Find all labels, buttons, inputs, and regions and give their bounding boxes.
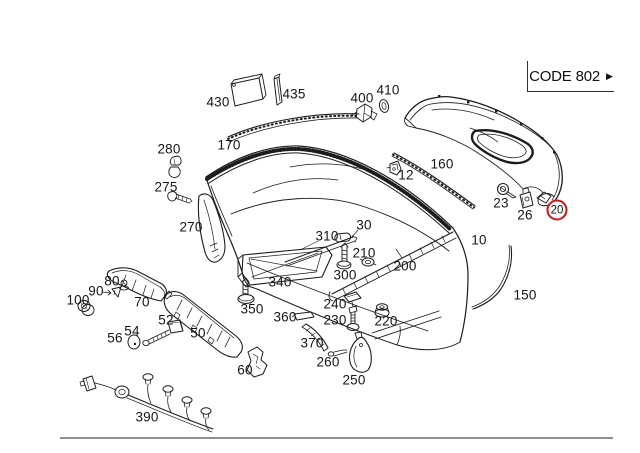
part-label-54[interactable]: 54 [124, 323, 140, 339]
part-label-435[interactable]: 435 [282, 86, 306, 102]
part-label-220[interactable]: 220 [374, 313, 398, 329]
under-tray-340-drawing [237, 240, 333, 288]
part-label-23[interactable]: 23 [493, 195, 509, 211]
part-label-20[interactable]: 20 [546, 199, 568, 221]
bottom-divider-line [60, 437, 613, 439]
part-label-12[interactable]: 12 [398, 167, 414, 183]
clip-280-drawing [168, 155, 182, 178]
washer-rings-100-drawing [77, 300, 95, 316]
protective-strip-200-drawing [328, 231, 457, 302]
part-label-30[interactable]: 30 [356, 217, 372, 233]
part-label-200[interactable]: 200 [393, 258, 417, 274]
corner-bracket-60-drawing [246, 346, 268, 378]
part-label-170[interactable]: 170 [217, 137, 241, 153]
grommet-210-drawing [359, 257, 377, 267]
bolt-230-drawing [346, 305, 360, 331]
part-label-210[interactable]: 210 [352, 245, 376, 261]
reinforcement-bracket-70-drawing [106, 267, 167, 302]
pdc-sensor [142, 373, 154, 404]
pdc-sensor [181, 396, 193, 422]
part-label-360[interactable]: 360 [273, 309, 297, 325]
wiring-harness-390-drawing [79, 373, 214, 433]
corner-piece-20-drawing [536, 191, 552, 204]
upper-bumper-code802-drawing [404, 95, 563, 207]
part-label-275[interactable]: 275 [154, 179, 178, 195]
part-label-350[interactable]: 350 [240, 301, 264, 317]
code-802-flag: CODE 802 ▶ [527, 61, 614, 92]
part-label-370[interactable]: 370 [300, 335, 324, 351]
trim-strip-170-drawing [227, 113, 360, 143]
right-arrow-icon: ▶ [606, 70, 613, 81]
part-label-240[interactable]: 240 [323, 296, 347, 312]
part-label-90[interactable]: 90 [88, 283, 104, 299]
arc-strip-370-drawing [301, 323, 329, 352]
part-label-80[interactable]: 80 [104, 273, 120, 289]
part-label-310[interactable]: 310 [315, 228, 339, 244]
part-label-26[interactable]: 26 [517, 207, 533, 223]
screw-23-drawing [496, 182, 517, 199]
part-label-300[interactable]: 300 [333, 267, 357, 283]
part-label-230[interactable]: 230 [323, 312, 347, 328]
side-bracket-270-drawing [197, 193, 226, 263]
trim-strip-160-drawing [391, 152, 476, 210]
expansion-rivet-275-drawing [167, 191, 193, 204]
disc-54-drawing [127, 334, 141, 350]
pin-260-drawing [327, 349, 348, 357]
part-label-390[interactable]: 390 [135, 409, 159, 425]
bracket-strip-435-drawing [273, 73, 283, 106]
control-unit-430-drawing [230, 73, 267, 107]
part-label-50[interactable]: 50 [190, 325, 206, 341]
part-label-280[interactable]: 280 [157, 141, 181, 157]
part-label-400[interactable]: 400 [350, 90, 374, 106]
part-label-430[interactable]: 430 [206, 94, 230, 110]
part-label-100[interactable]: 100 [66, 292, 90, 308]
clip-12-drawing [386, 160, 402, 176]
pdc-sensor [200, 407, 212, 431]
part-label-150[interactable]: 150 [513, 287, 537, 303]
part-label-250[interactable]: 250 [342, 372, 366, 388]
part-label-52[interactable]: 52 [158, 312, 174, 328]
part-label-340[interactable]: 340 [268, 274, 292, 290]
part-label-260[interactable]: 260 [316, 354, 340, 370]
edge-clip-dots [438, 95, 556, 154]
part-label-56[interactable]: 56 [107, 330, 123, 346]
part-label-10[interactable]: 10 [471, 232, 487, 248]
code-802-label: CODE 802 [529, 67, 600, 85]
screw-300-drawing [336, 242, 352, 270]
part-label-70[interactable]: 70 [134, 294, 150, 310]
part-label-270[interactable]: 270 [179, 219, 203, 235]
clip-90-drawing [102, 286, 122, 298]
clip-310-drawing [334, 232, 358, 243]
strip-360-drawing [291, 311, 315, 321]
seal-ring-410-drawing [378, 99, 390, 113]
clip-26-drawing [519, 187, 534, 209]
moulding-150-drawing [471, 244, 513, 310]
grommet-220-drawing [374, 303, 390, 318]
sensor-400-drawing [351, 103, 378, 123]
screw-350-drawing [237, 277, 255, 305]
mud-flap-250-drawing [348, 331, 372, 373]
plate-52-and-bolt-drawing [142, 319, 184, 347]
pdc-sensor [162, 385, 174, 413]
part-label-410[interactable]: 410 [376, 82, 400, 98]
part-label-60[interactable]: 60 [237, 362, 253, 378]
bumper-fascia-drawing [205, 145, 469, 351]
impact-absorber-50-drawing [163, 290, 243, 358]
part-label-160[interactable]: 160 [430, 156, 454, 172]
